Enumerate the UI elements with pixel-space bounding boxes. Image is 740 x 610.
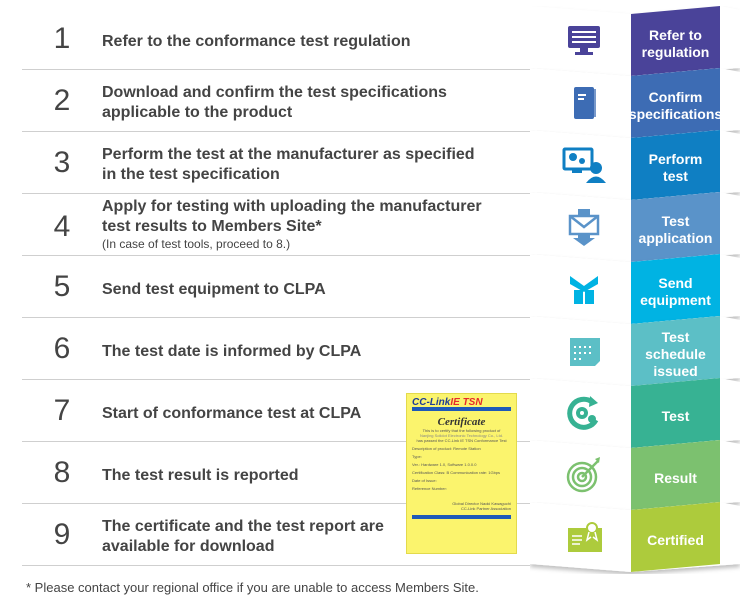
certificate-title: Certificate — [437, 416, 486, 428]
step-text: The test date is informed by CLPA — [102, 343, 362, 360]
step-label-bg — [631, 378, 720, 448]
certificate-assoc: CC-Link Partner Association — [460, 506, 511, 511]
footnote: * Please contact your regional office if… — [26, 580, 479, 595]
step-number: 7 — [53, 394, 71, 427]
box-icon — [570, 276, 598, 304]
certificate-body: This is to certify that the following pr… — [422, 428, 501, 433]
cc-link-ie-tsn-logo: CC-LinkIE TSN — [412, 397, 483, 408]
certificate-field: Reference Number: — [412, 486, 447, 491]
step-number: 6 — [53, 332, 71, 365]
monitor-icon — [568, 26, 600, 55]
step-text: The test result is reported — [102, 467, 299, 484]
chevron-band — [530, 6, 740, 76]
step-label: Send equipment — [640, 275, 711, 308]
step-label: Perform test — [648, 151, 703, 184]
step-number: 2 — [53, 84, 71, 117]
flow-step-6: Test schedule issued — [530, 316, 740, 386]
certificate-field: Type: — [412, 454, 422, 459]
step-number: 3 — [53, 146, 71, 179]
step-number: 1 — [53, 22, 71, 55]
chevron-band — [530, 316, 740, 386]
step-label-bg — [631, 6, 720, 76]
step-text: The certificate and the test report are … — [102, 518, 384, 555]
chevron-band — [530, 502, 740, 572]
step-label: Test — [661, 407, 690, 424]
step-label-bg — [631, 316, 720, 386]
step-label-bg — [631, 440, 720, 510]
step-description: Perform the test at the manufacturer as … — [102, 145, 482, 185]
step-text: Perform the test at the manufacturer as … — [102, 146, 475, 183]
step-row-7: 7 Start of conformance test at CLPA — [22, 380, 530, 442]
calendar-icon — [570, 338, 600, 366]
flow-step-1: Refer to regulation — [530, 6, 740, 76]
step-label-bg — [631, 502, 720, 572]
step-description: The test date is informed by CLPA — [102, 342, 482, 362]
step-row-1: 1 Refer to the conformance test regulati… — [22, 8, 530, 70]
step-description: The certificate and the test report are … — [102, 517, 392, 557]
step-row-6: 6 The test date is informed by CLPA — [22, 318, 530, 380]
step-label-bg — [631, 192, 720, 262]
step-label: Test application — [638, 213, 713, 246]
step-number: 5 — [53, 270, 71, 303]
flow-step-4: Test application — [530, 192, 740, 262]
step-text: Download and confirm the test specificat… — [102, 84, 447, 121]
step-description: Start of conformance test at CLPA — [102, 404, 482, 424]
step-text: Send test equipment to CLPA — [102, 281, 326, 298]
step-number: 4 — [53, 210, 71, 243]
step-row-9: 9 The certificate and the test report ar… — [22, 504, 530, 566]
step-label-bg — [631, 254, 720, 324]
step-description: Apply for testing with uploading the man… — [102, 197, 482, 251]
mail-download-icon — [568, 209, 600, 246]
step-text: Apply for testing with uploading the man… — [102, 198, 482, 235]
step-label: Test schedule issued — [645, 328, 706, 379]
step-row-3: 3 Perform the test at the manufacturer a… — [22, 132, 530, 194]
chevron-band — [530, 378, 740, 448]
step-number: 9 — [53, 518, 71, 551]
chevron-band — [530, 440, 740, 510]
certificate-passed: has passed the CC-Link IE TSN Conformanc… — [416, 438, 507, 443]
step-row-8: 8 The test result is reported — [22, 442, 530, 504]
chevron-band — [530, 68, 740, 138]
step-label: Confirm specifications — [628, 89, 723, 122]
step-text: Start of conformance test at CLPA — [102, 405, 362, 422]
certificate-field: Description of product: Remote Station — [412, 446, 481, 451]
step-row-5: 5 Send test equipment to CLPA — [22, 256, 530, 318]
step-number: 8 — [53, 456, 71, 489]
flow-step-3: Perform test — [530, 130, 740, 200]
step-description: Refer to the conformance test regulation — [102, 32, 482, 52]
flow-step-8: Result — [530, 440, 740, 510]
step-text: Refer to the conformance test regulation — [102, 33, 411, 50]
step-label: Refer to regulation — [641, 27, 710, 60]
flow-step-2: Confirm specifications — [530, 68, 740, 138]
certificate-image: CC-LinkIE TSN Certificate This is to cer… — [406, 393, 517, 554]
step-label: Result — [654, 469, 697, 486]
engineer-gears-icon — [562, 147, 606, 183]
step-label-bg — [631, 68, 720, 138]
step-description: The test result is reported — [102, 466, 482, 486]
flow-step-7: Test — [530, 378, 740, 448]
certificate-sign: Global Director Naoki Kawaguchi — [452, 501, 511, 506]
certificate-field: Date of Issue: — [412, 478, 437, 483]
target-icon — [566, 457, 600, 493]
step-label-bg — [631, 130, 720, 200]
flow-step-9: Certified — [530, 502, 740, 572]
step-note: (In case of test tools, proceed to 8.) — [102, 237, 291, 251]
flow-step-5: Send equipment — [530, 254, 740, 324]
step-description: Download and confirm the test specificat… — [102, 83, 482, 123]
document-icon — [574, 87, 596, 119]
certificate-field: Certification Class: B Communication rat… — [412, 470, 501, 475]
step-row-2: 2 Download and confirm the test specific… — [22, 70, 530, 132]
certificate-icon — [568, 522, 602, 552]
chevron-band — [530, 254, 740, 324]
step-label: Certified — [647, 531, 704, 548]
certificate-field: Ver.: Hardware 1.0, Software 1.0.0.0 — [412, 462, 477, 467]
certificate-company: Nanjing Solidot Electronic Technology Co… — [419, 433, 504, 438]
gears-cycle-icon — [567, 396, 599, 430]
step-description: Send test equipment to CLPA — [102, 280, 482, 300]
step-row-4: 4 Apply for testing with uploading the m… — [22, 194, 530, 256]
